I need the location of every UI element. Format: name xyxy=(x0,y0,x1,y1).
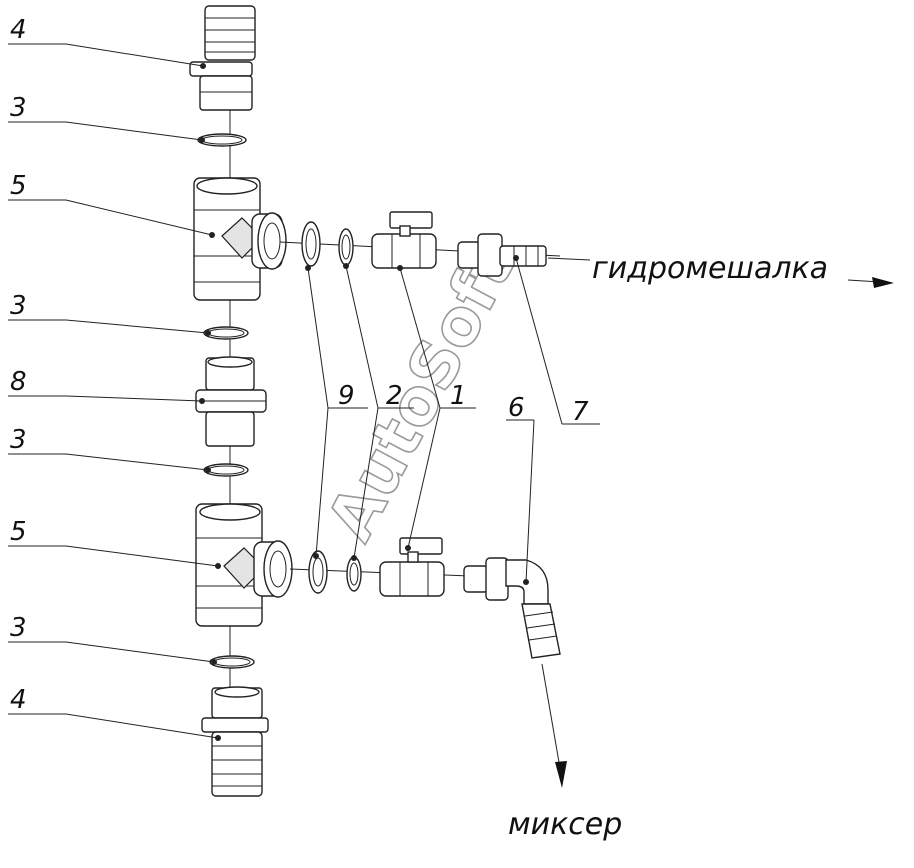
bottom-tee xyxy=(195,503,293,627)
label-3-d: 3 xyxy=(10,613,27,643)
nipple-fitting xyxy=(195,356,267,447)
top-hose-fitting xyxy=(189,5,256,111)
mixer-arrowhead xyxy=(555,761,567,788)
label-6: 6 xyxy=(508,393,525,423)
destination-hydromixer: гидромешалка xyxy=(592,251,828,286)
top-tee xyxy=(193,177,287,301)
label-4-top: 4 xyxy=(10,15,27,45)
label-3-c: 3 xyxy=(10,425,27,455)
label-5-top: 5 xyxy=(10,171,27,201)
label-5-bottom: 5 xyxy=(10,517,27,547)
upper-ball-valve xyxy=(371,211,437,269)
hydromixer-arrowhead xyxy=(872,277,894,288)
label-9: 9 xyxy=(338,381,355,411)
label-1: 1 xyxy=(450,381,467,411)
label-3-b: 3 xyxy=(10,291,27,321)
leaders-center xyxy=(305,255,600,585)
destination-mixer: миксер xyxy=(508,807,622,842)
lower-ball-valve xyxy=(379,537,445,597)
lower-gasket-9 xyxy=(308,550,328,594)
upper-gasket-2 xyxy=(338,228,354,266)
leaders-left xyxy=(8,43,221,741)
upper-hose-nipple-7 xyxy=(457,233,547,277)
label-4-bottom: 4 xyxy=(10,685,27,715)
upper-gasket-9 xyxy=(301,221,321,267)
lower-elbow-fitting-6 xyxy=(463,557,561,659)
label-2: 2 xyxy=(386,381,403,411)
mixer-arrow xyxy=(541,663,561,769)
lower-gasket-2 xyxy=(346,556,362,592)
bottom-hose-fitting xyxy=(201,686,269,797)
label-8: 8 xyxy=(10,367,27,397)
label-3-a: 3 xyxy=(10,93,27,123)
label-7: 7 xyxy=(572,397,589,427)
